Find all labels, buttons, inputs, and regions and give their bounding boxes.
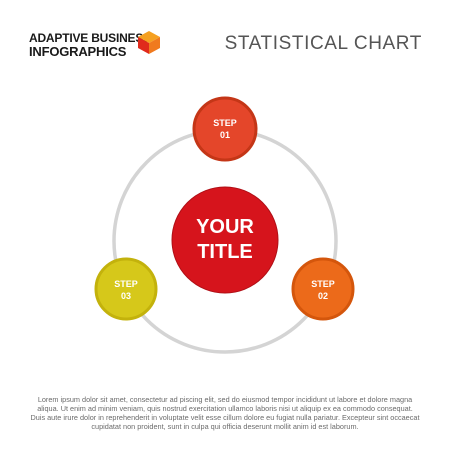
step-01-number: 01 <box>220 130 230 140</box>
step-node-01: STEP 01 <box>192 96 258 162</box>
description-paragraph: Lorem ipsum dolor sit amet, consectetur … <box>30 395 420 431</box>
center-node: YOUR TITLE <box>171 186 279 294</box>
center-title-line-1: YOUR <box>196 216 254 238</box>
step-01-label: STEP <box>213 118 237 128</box>
brand-line-2: INFOGRAPHICS <box>29 44 127 59</box>
cube-icon <box>138 31 160 54</box>
page-title: STATISTICAL CHART <box>224 33 422 54</box>
step-03-label: STEP <box>114 279 138 289</box>
center-title-line-2: TITLE <box>197 241 253 263</box>
step-02-number: 02 <box>318 291 328 301</box>
step-node-02: STEP 02 <box>291 257 355 321</box>
brand-line-1: ADAPTIVE BUSINESS <box>29 31 151 45</box>
brand-title: ADAPTIVE BUSINESS INFOGRAPHICS <box>29 31 151 59</box>
step-02-label: STEP <box>311 279 335 289</box>
step-node-03: STEP 03 <box>94 257 158 321</box>
step-03-number: 03 <box>121 291 131 301</box>
